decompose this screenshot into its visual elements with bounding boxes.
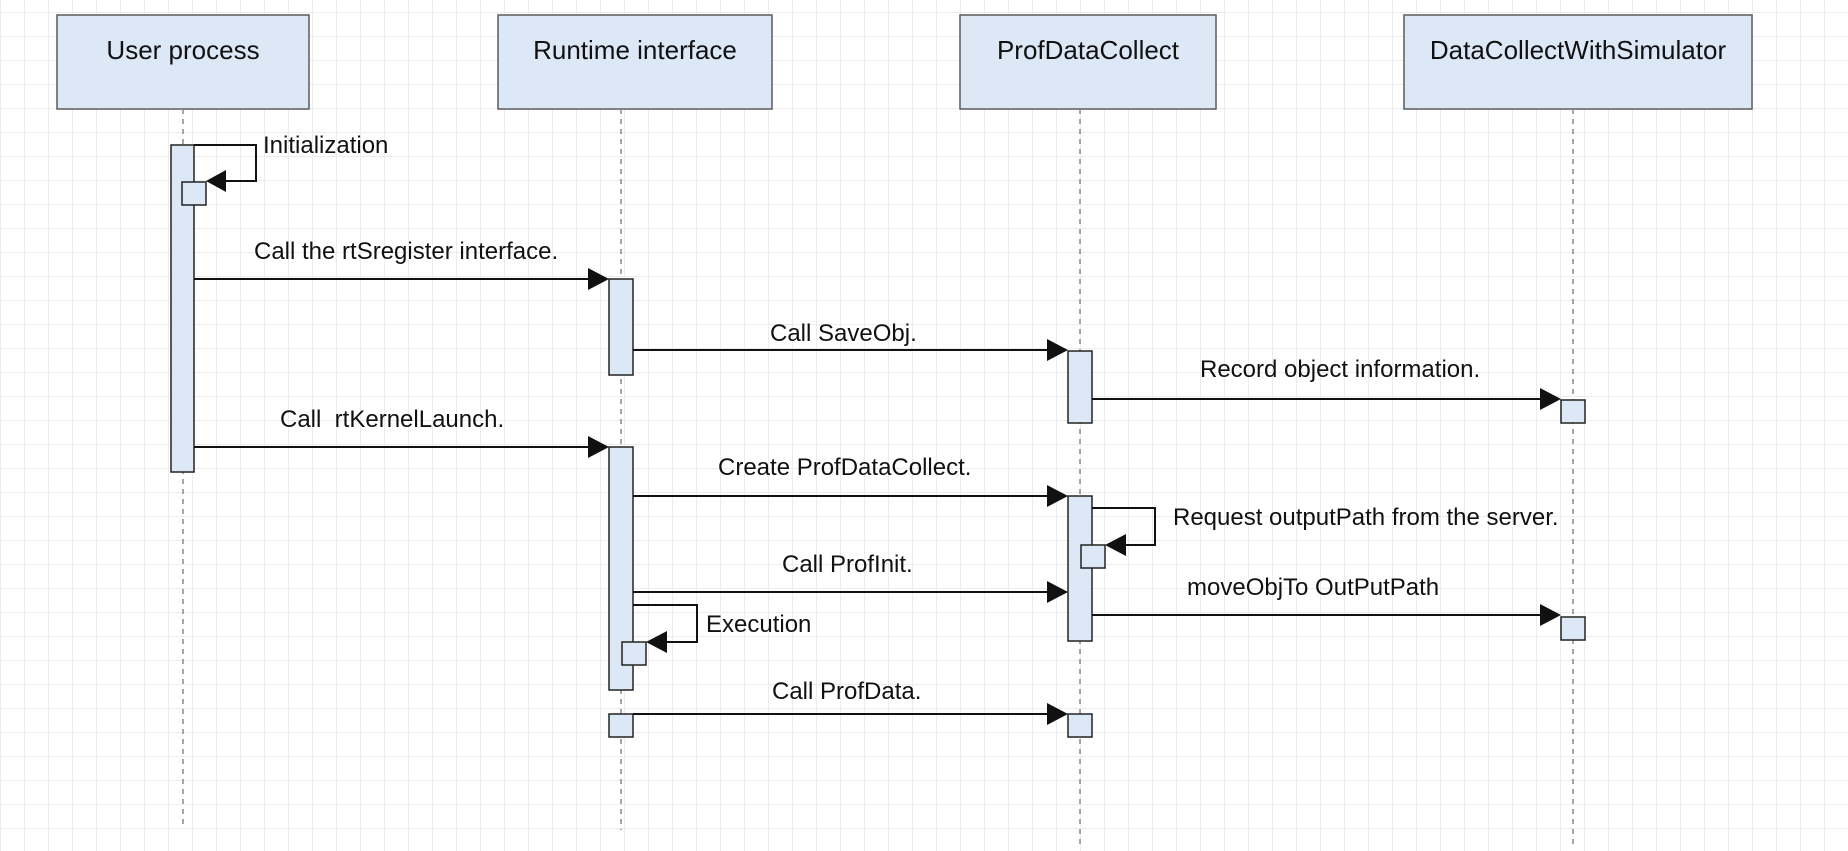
message-label: Execution [706, 611, 811, 638]
message-moveobj: moveObjTo OutPutPath [1092, 574, 1561, 626]
activation-self-initialization [181, 181, 207, 206]
participant-profdatacollect: ProfDataCollect [959, 14, 1217, 110]
participant-datacollectwithsimulator: DataCollectWithSimulator [1403, 14, 1753, 110]
activation-prof-saveobj [1067, 350, 1093, 424]
activation-sim-record [1560, 399, 1586, 424]
message-label: Call rtKernelLaunch. [280, 406, 504, 433]
activation-self-execution [621, 641, 647, 666]
message-rtsregister: Call the rtSregister interface. [194, 238, 609, 290]
participant-box [497, 14, 773, 110]
message-profdata: Call ProfData. [633, 678, 1068, 725]
message-profinit: Call ProfInit. [633, 551, 1068, 603]
message-create-profdatacollect: Create ProfDataCollect. [633, 454, 1068, 507]
participant-label: Runtime interface [533, 35, 737, 65]
message-label: moveObjTo OutPutPath [1187, 574, 1439, 601]
participant-label: User process [106, 35, 259, 65]
message-label: Initialization [263, 132, 388, 159]
participant-box [1403, 14, 1753, 110]
participant-box [56, 14, 310, 110]
message-label: Call SaveObj. [770, 320, 917, 347]
participant-user-process: User process [56, 14, 310, 110]
message-execution: Execution [633, 604, 811, 653]
message-initialization: Initialization [194, 132, 388, 192]
message-record-object: Record object information. [1092, 356, 1561, 410]
message-label: Create ProfDataCollect. [718, 454, 971, 481]
message-label: Call the rtSregister interface. [254, 238, 558, 265]
activation-runtime-profdata [608, 713, 634, 738]
message-label: Request outputPath from the server. [1173, 504, 1559, 531]
participant-label: DataCollectWithSimulator [1430, 35, 1727, 65]
message-rtkernellaunch: Call rtKernelLaunch. [194, 406, 609, 458]
participant-box [959, 14, 1217, 110]
message-label: Call ProfData. [772, 678, 921, 705]
message-saveobj: Call SaveObj. [633, 320, 1068, 361]
activation-user-process [170, 144, 195, 473]
participant-label: ProfDataCollect [997, 35, 1180, 65]
activation-runtime-register [608, 278, 634, 376]
participant-runtime-interface: Runtime interface [497, 14, 773, 110]
message-label: Record object information. [1200, 356, 1480, 383]
activation-prof-profdata [1067, 713, 1093, 738]
message-request-outputpath: Request outputPath from the server. [1092, 504, 1559, 556]
message-label: Call ProfInit. [782, 551, 913, 578]
activation-self-request-output [1080, 544, 1106, 569]
activation-sim-move [1560, 616, 1586, 641]
